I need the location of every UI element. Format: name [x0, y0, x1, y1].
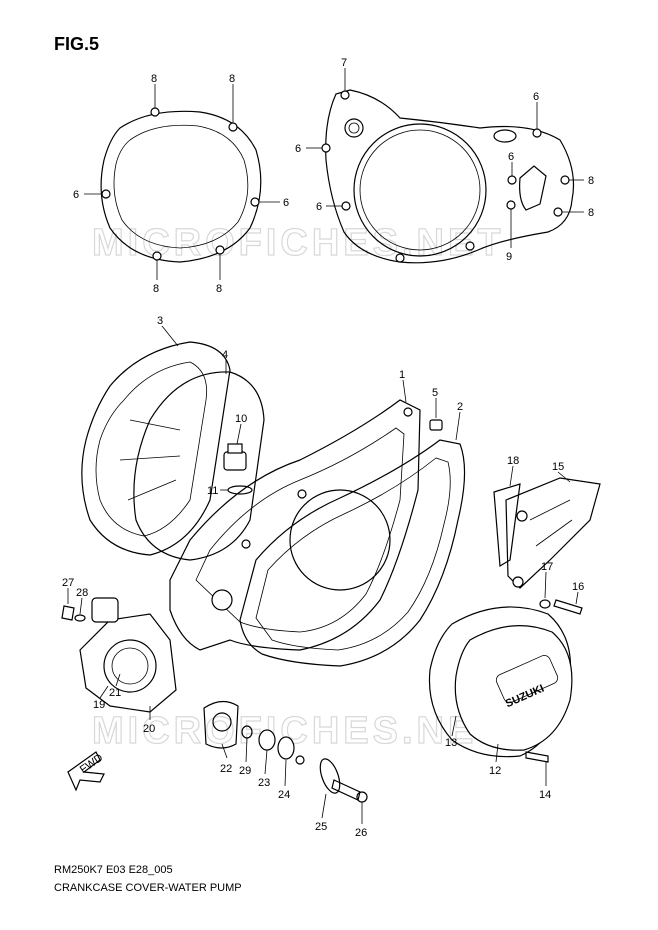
- magneto-cover-gasket: [428, 606, 572, 758]
- callout-label: 15: [552, 461, 564, 473]
- water-pump-housing: [61, 597, 177, 713]
- callout-label: 8: [153, 283, 159, 295]
- callout-label: 24: [278, 789, 290, 801]
- callout-label: 17: [541, 561, 553, 573]
- callout-labels: 8 8 6 6 8 8 7 6 6 6 6 8 8 9 3 4 10 11 1 …: [62, 57, 594, 839]
- callout-label: 23: [258, 777, 270, 789]
- callout-label: 8: [588, 175, 594, 187]
- callout-label: 6: [295, 143, 301, 155]
- callout-label: 14: [539, 789, 551, 801]
- callout-label: 27: [62, 577, 74, 589]
- callout-label: 3: [157, 315, 163, 327]
- callout-label: 5: [432, 387, 438, 399]
- magneto-cover: SUZUKI: [454, 625, 573, 763]
- leader-lines: [67, 68, 584, 824]
- diagram-description: CRANKCASE COVER-WATER PUMP: [54, 882, 242, 894]
- figure-title: FIG.5: [54, 34, 100, 54]
- callout-label: 28: [76, 587, 88, 599]
- callout-label: 20: [143, 723, 155, 735]
- callout-label: 6: [316, 201, 322, 213]
- callout-label: 29: [239, 765, 251, 777]
- forward-arrow: FWD: [67, 751, 105, 792]
- callout-label: 7: [341, 57, 347, 69]
- callout-label: 8: [151, 73, 157, 85]
- callout-label: 9: [506, 251, 512, 263]
- callout-label: 8: [588, 207, 594, 219]
- crankcase-cover: [169, 399, 421, 651]
- callout-label: 6: [508, 151, 514, 163]
- crankcase-cover-gasket: [239, 439, 466, 667]
- callout-label: 6: [283, 197, 289, 209]
- callout-label: 22: [220, 763, 232, 775]
- callout-label: 18: [507, 455, 519, 467]
- callout-label: 8: [229, 73, 235, 85]
- callout-label: 4: [222, 349, 228, 361]
- callout-label: 26: [355, 827, 367, 839]
- callout-label: 2: [457, 401, 463, 413]
- callout-label: 12: [489, 765, 501, 777]
- callout-label: 11: [207, 485, 218, 497]
- callout-label: 19: [93, 699, 105, 711]
- callout-label: 13: [445, 737, 457, 749]
- clutch-cover-o-ring: [133, 371, 265, 561]
- crankcase-cover-gasket-top: [321, 89, 575, 264]
- callout-label: 16: [572, 581, 584, 593]
- dowel-pin: [429, 419, 443, 431]
- release-arm-assembly: [493, 477, 601, 615]
- oil-filler-plug: [223, 443, 253, 495]
- callout-label: 6: [533, 91, 539, 103]
- callout-label: 21: [109, 687, 121, 699]
- callout-label: 25: [315, 821, 327, 833]
- callout-label: 6: [73, 189, 79, 201]
- diagram-code: RM250K7 E03 E28_005: [54, 864, 173, 876]
- callout-label: 8: [216, 283, 222, 295]
- callout-label: 1: [399, 369, 405, 381]
- watermark-bottom: MICROFICHES.NET: [92, 710, 505, 752]
- callout-label: 10: [235, 413, 247, 425]
